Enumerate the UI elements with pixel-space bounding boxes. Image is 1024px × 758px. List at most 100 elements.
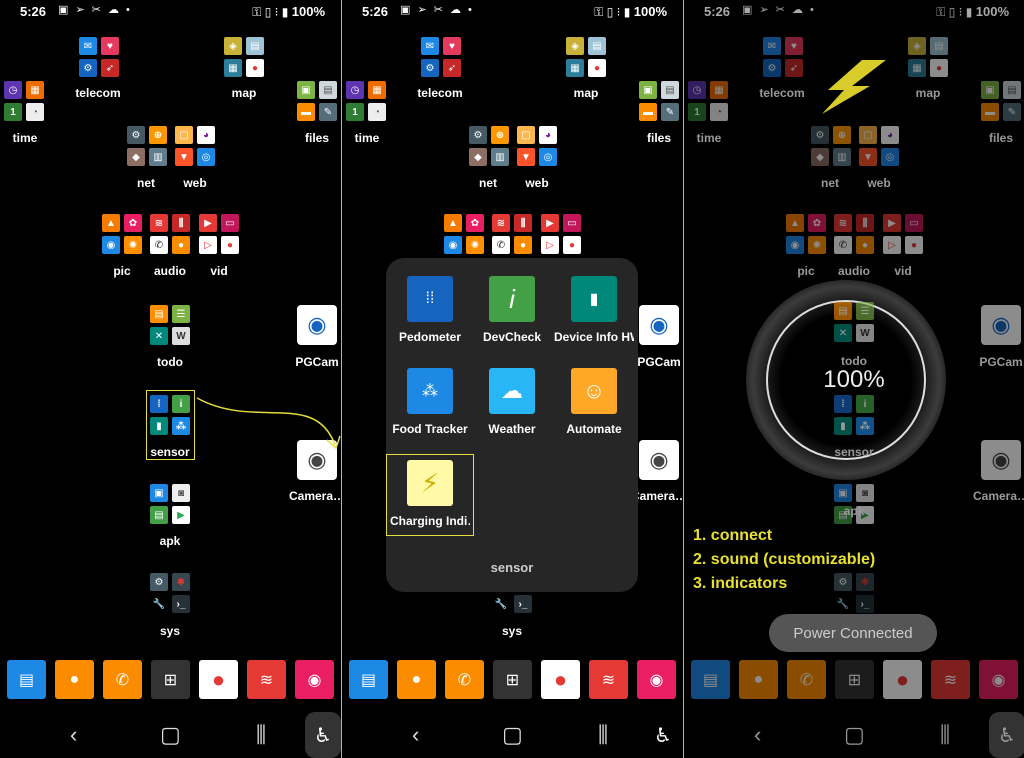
app-food-tracker[interactable]: ⁂ Food Tracker [390,368,470,436]
clock-icon: ◷ [4,81,22,99]
folder-label-todo: todo [157,355,183,369]
app-charging-indicator[interactable]: ⚡ Charging Indi… [390,460,470,528]
folder-telecom[interactable]: ✉♥⚙➶ [763,37,803,77]
wrench-icon: 🔧 [492,595,510,613]
messages-button[interactable]: ▤ [691,660,730,699]
youtube-icon: ▶ [541,214,559,232]
home-button[interactable]: ▢ [502,722,523,747]
app-label-charging-indicator: Charging Indi… [390,514,470,528]
recents-button[interactable]: ⫼ [598,722,609,747]
app-camera-go[interactable]: ◉ [981,440,1021,480]
folder-dock-tools[interactable]: ⊞ [151,660,190,699]
status-bar: 5:26 ▣ ➢ ✂ ☁ • ⚿ ▯ ⁝ ▮ 100% [342,0,683,22]
app-camera-go[interactable]: ◉ [639,440,679,480]
folder-label-time: time [696,131,722,145]
person-icon: ● [753,670,764,688]
folder-sensor[interactable]: ⁞i▮⁂ [834,395,874,435]
folder-label-audio: audio [154,264,186,278]
folder-telecom[interactable]: ✉♥⚙➶ [79,37,119,77]
app-devcheck[interactable]: i DevCheck [472,276,552,344]
folder-map[interactable]: ◈▤▦● [224,37,264,77]
audio-button[interactable]: ≋ [931,660,970,699]
folder-apk[interactable]: ▣◙▤▶ [834,484,874,524]
app-pgcam[interactable]: ◉ [297,305,337,345]
folder-todo[interactable]: ▤☰✕W [834,302,874,342]
checklist-icon: ☰ [172,305,190,323]
folder-files[interactable]: ▣▤▬✎ [639,81,679,121]
folder-time[interactable]: ◷▦1◔ [4,81,44,121]
folder-todo[interactable]: ▤☰✕W [150,305,190,345]
equalizer-icon: ⫼ [172,214,190,232]
folder-dock-tools[interactable]: ⊞ [493,660,532,699]
recorder-button[interactable]: ● [883,660,922,699]
phone-button[interactable]: ✆ [787,660,826,699]
app-pgcam[interactable]: ◉ [981,305,1021,345]
back-button[interactable]: ‹ [412,722,420,747]
folder-sensor[interactable]: ⁞i▮⁂ [150,395,190,435]
accessibility-button[interactable]: ♿ [305,712,341,758]
tasks-icon: ✕ [150,327,168,345]
app-automate[interactable]: ☺ Automate [554,368,634,436]
folder-net[interactable]: ⚙⊕◆▥ [127,126,167,166]
folder-map[interactable]: ◈▤▦● [908,37,948,77]
folder-audio[interactable]: ≋⫼✆● [834,214,874,254]
folder-files[interactable]: ▣▤▬✎ [981,81,1021,121]
recorder-button[interactable]: ● [541,660,580,699]
folder-net[interactable]: ⚙⊕◆▥ [811,126,851,166]
dock: ▤ ● ✆ ⊞ ● ≋ ◉ [684,660,1024,700]
folder-apk[interactable]: ▣◙▤▶ [150,484,190,524]
recorder-button[interactable]: ● [199,660,238,699]
app-camera-go[interactable]: ◉ [297,440,337,480]
camera-button[interactable]: ◉ [979,660,1018,699]
folder-time[interactable]: ◷▦1◔ [688,81,728,121]
audio-button[interactable]: ≋ [247,660,286,699]
folder-sys[interactable]: ⚙✱🔧›_ [834,573,874,613]
folder-audio[interactable]: ≋⫼✆● [492,214,532,254]
folder-web[interactable]: ▢◕▼◎ [859,126,899,166]
folder-map[interactable]: ◈▤▦● [566,37,606,77]
folder-audio[interactable]: ≋⫼✆● [150,214,190,254]
folder-web[interactable]: ▢◕▼◎ [175,126,215,166]
app-pedometer[interactable]: ⁞⁞ Pedometer [390,276,470,344]
recents-button[interactable]: ⫼ [256,722,267,747]
folder-vid[interactable]: ▶▭▷● [883,214,923,254]
pedometer-icon: ⁞ [150,395,168,413]
brave-icon: ▼ [175,148,193,166]
back-button[interactable]: ‹ [70,722,78,747]
contacts-button[interactable]: ● [397,660,436,699]
play-icon: ▷ [541,236,559,254]
contacts-button[interactable]: ● [739,660,778,699]
gear-icon: ⚙ [763,59,781,77]
app-weather[interactable]: ☁ Weather [472,368,552,436]
phone-button[interactable]: ✆ [103,660,142,699]
folder-dock-tools[interactable]: ⊞ [835,660,874,699]
recents-button[interactable]: ⫼ [940,722,951,747]
back-button[interactable]: ‹ [754,722,762,747]
folder-pic[interactable]: ▲✿◉✺ [786,214,826,254]
folder-sys[interactable]: ⚙✱🔧›_ [150,573,190,613]
app-pgcam[interactable]: ◉ [639,305,679,345]
folder-web[interactable]: ▢◕▼◎ [517,126,557,166]
folder-vid[interactable]: ▶▭▷● [199,214,239,254]
folder-files[interactable]: ▣▤▬✎ [297,81,337,121]
folder-time[interactable]: ◷▦1◔ [346,81,386,121]
camera-button[interactable]: ◉ [637,660,676,699]
accessibility-button[interactable]: ♿ [645,712,681,758]
folder-vid[interactable]: ▶▭▷● [541,214,581,254]
folder-label-net: net [137,176,155,190]
folder-telecom[interactable]: ✉♥⚙➶ [421,37,461,77]
camera-button[interactable]: ◉ [295,660,334,699]
folder-pic[interactable]: ▲✿◉✺ [102,214,142,254]
audio-button[interactable]: ≋ [589,660,628,699]
contacts-button[interactable]: ● [55,660,94,699]
app-device-info-hw[interactable]: ▮ Device Info HW [554,276,634,344]
phone-button[interactable]: ✆ [445,660,484,699]
home-button[interactable]: ▢ [844,722,865,747]
messages-button[interactable]: ▤ [7,660,46,699]
messages-button[interactable]: ▤ [349,660,388,699]
folder-net[interactable]: ⚙⊕◆▥ [469,126,509,166]
waveform-icon: ≋ [601,671,616,689]
home-button[interactable]: ▢ [160,722,181,747]
accessibility-button[interactable]: ♿ [989,712,1024,758]
folder-pic[interactable]: ▲✿◉✺ [444,214,484,254]
